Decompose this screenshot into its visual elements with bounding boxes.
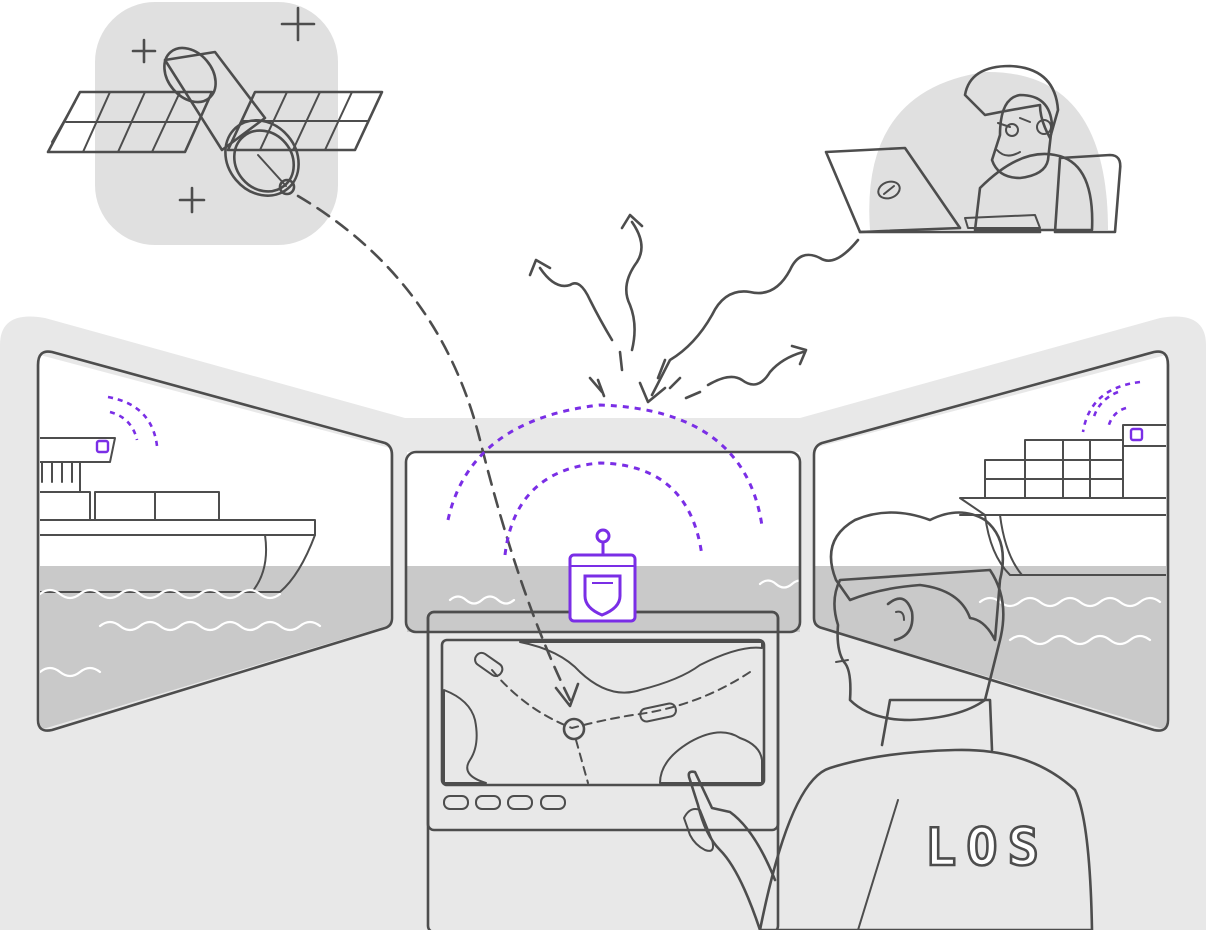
satellite-signal-path bbox=[296, 194, 572, 702]
console-button[interactable] bbox=[507, 795, 533, 810]
protection-arc-inner bbox=[503, 461, 704, 557]
right-ship bbox=[959, 380, 1166, 576]
star-icon bbox=[178, 186, 206, 214]
navigation-console bbox=[426, 610, 780, 930]
console-button[interactable] bbox=[475, 795, 501, 810]
left-ship bbox=[40, 395, 316, 593]
satellite-icon bbox=[46, 46, 384, 197]
chart-display bbox=[440, 638, 766, 787]
satellite-backdrop bbox=[95, 2, 338, 245]
satellite-group bbox=[46, 2, 384, 245]
right-ship-transponder bbox=[1129, 427, 1144, 442]
shield-device-icon bbox=[568, 528, 637, 623]
vessel-marker bbox=[639, 702, 677, 723]
console-button[interactable] bbox=[443, 795, 469, 810]
ship-operator-icon: LOS bbox=[683, 511, 1094, 930]
console-button[interactable] bbox=[540, 795, 566, 810]
arrow-head bbox=[554, 682, 580, 708]
signal-dashes bbox=[588, 350, 702, 400]
hacker-at-laptop-icon bbox=[824, 64, 1122, 234]
own-ship-marker bbox=[562, 717, 586, 741]
star-icon bbox=[131, 38, 157, 64]
hacker-backdrop bbox=[869, 71, 1108, 230]
protection-arc-outer bbox=[446, 403, 764, 527]
left-ship-transponder bbox=[95, 439, 110, 454]
vessel-marker bbox=[474, 651, 504, 677]
satellite-antenna bbox=[278, 178, 296, 196]
laptop-logo-icon bbox=[877, 180, 901, 200]
star-icon bbox=[280, 6, 316, 42]
operator-shirt-label: LOS bbox=[925, 818, 1049, 878]
interference-signals bbox=[528, 213, 860, 404]
